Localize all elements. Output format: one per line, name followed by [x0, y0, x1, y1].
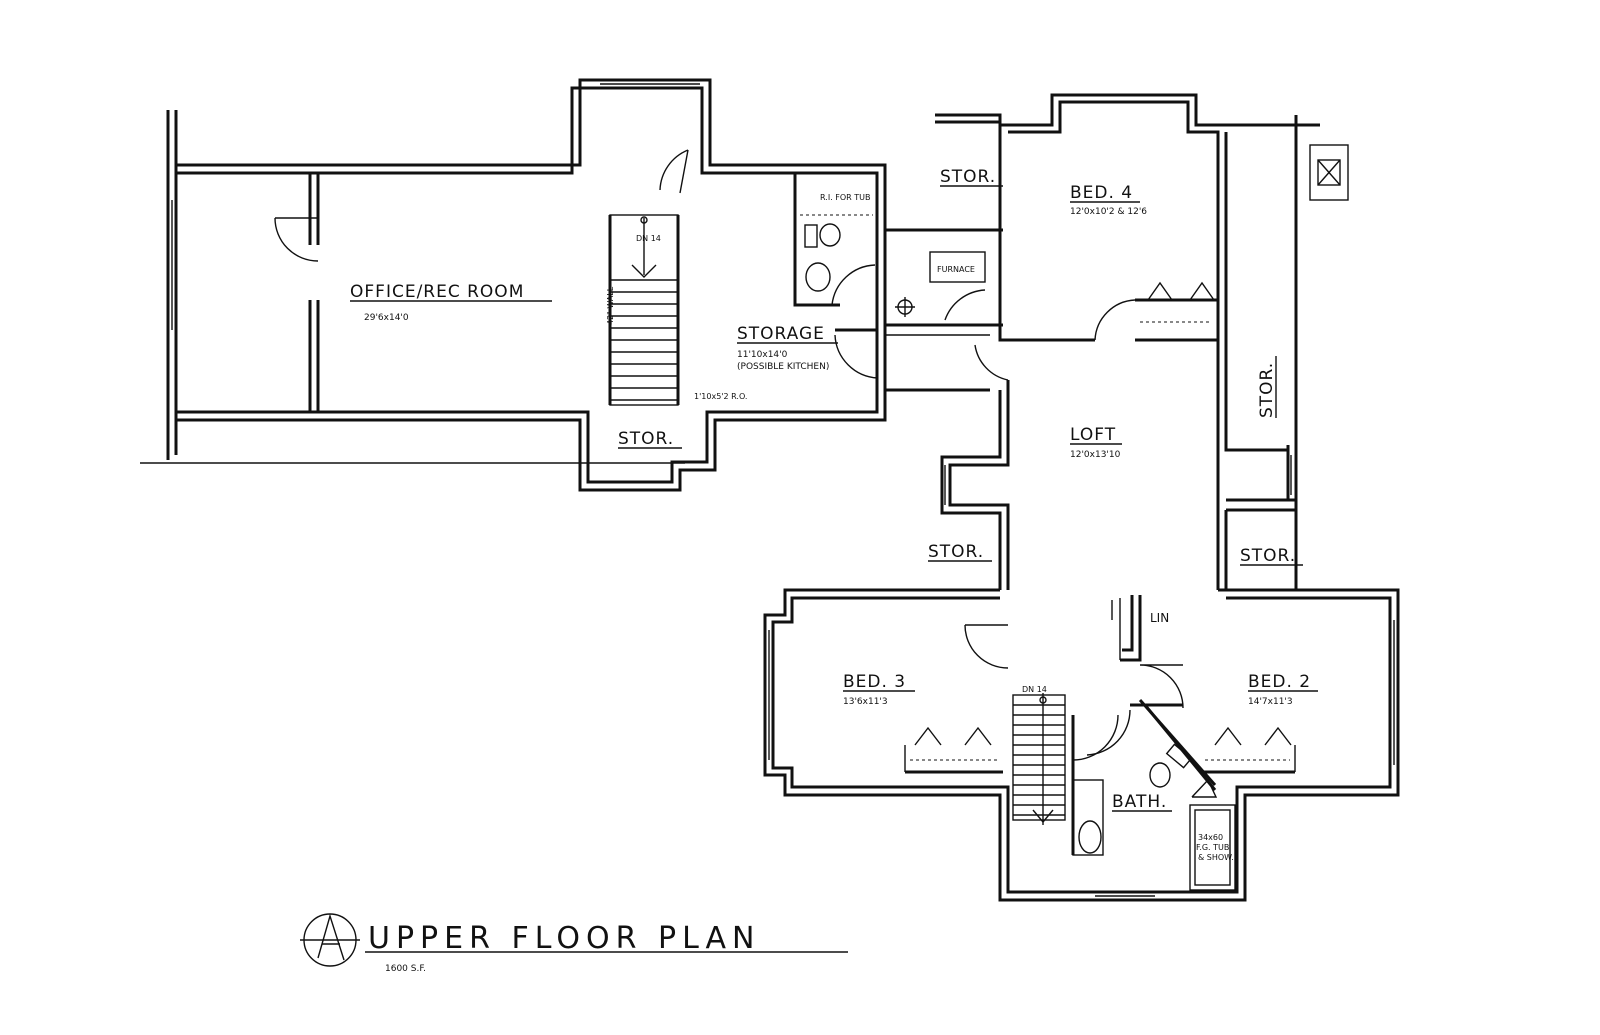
- storage-room-dims: 11'10x14'0: [737, 350, 788, 360]
- tub-shower-label: & SHOW.: [1198, 853, 1234, 862]
- lower-stair-label: DN 14: [1022, 685, 1047, 694]
- north-arrow-icon: [300, 913, 360, 967]
- tub-type-label: F.G. TUB: [1196, 843, 1229, 852]
- stor-mid-right-label: STOR.: [1240, 546, 1296, 566]
- wall-note-label: 42" WALL: [606, 286, 615, 325]
- upper-stair-label: DN 14: [636, 234, 661, 243]
- bed2-room-name: BED. 2: [1248, 672, 1311, 692]
- rough-opening-label: 1'10x5'2 R.O.: [694, 392, 747, 401]
- bed4-room-dims: 12'0x10'2 & 12'6: [1070, 207, 1147, 217]
- tub-size-label: 34x60: [1198, 833, 1223, 842]
- loft-room-name: LOFT: [1070, 425, 1116, 445]
- upper-stair-treads: [610, 216, 678, 401]
- stor-right-vertical-label: STOR.: [1257, 362, 1277, 418]
- stor-top-label: STOR.: [940, 167, 996, 187]
- bed4-room-name: BED. 4: [1070, 183, 1133, 203]
- plan-area: 1600 S.F.: [385, 964, 426, 974]
- tub-rough-in-label: R.I. FOR TUB: [820, 193, 871, 202]
- right-wing-walls: [935, 93, 1349, 590]
- storage-room-note: (POSSIBLE KITCHEN): [737, 362, 829, 372]
- connector-walls: [885, 228, 1003, 392]
- stor-mid-left-label: STOR.: [928, 542, 984, 562]
- office-room-name: OFFICE/REC ROOM: [350, 282, 524, 302]
- bath-room-name: BATH.: [1112, 792, 1167, 812]
- office-room-dims: 29'6x14'0: [364, 313, 409, 323]
- bed3-room-dims: 13'6x11'3: [843, 697, 888, 707]
- stor-upper-left-label: STOR.: [618, 429, 674, 449]
- bed2-room-dims: 14'7x11'3: [1248, 697, 1293, 707]
- furnace-label: FURNACE: [937, 265, 975, 274]
- left-wing-walls: [140, 78, 887, 492]
- plan-title: UPPER FLOOR PLAN: [368, 921, 760, 956]
- linen-label: LIN: [1150, 611, 1169, 625]
- lower-walls: [763, 588, 1400, 902]
- bed3-room-name: BED. 3: [843, 672, 906, 692]
- storage-room-name: STORAGE: [737, 324, 825, 344]
- lower-stair-treads: [1013, 693, 1065, 825]
- loft-room-dims: 12'0x13'10: [1070, 450, 1121, 460]
